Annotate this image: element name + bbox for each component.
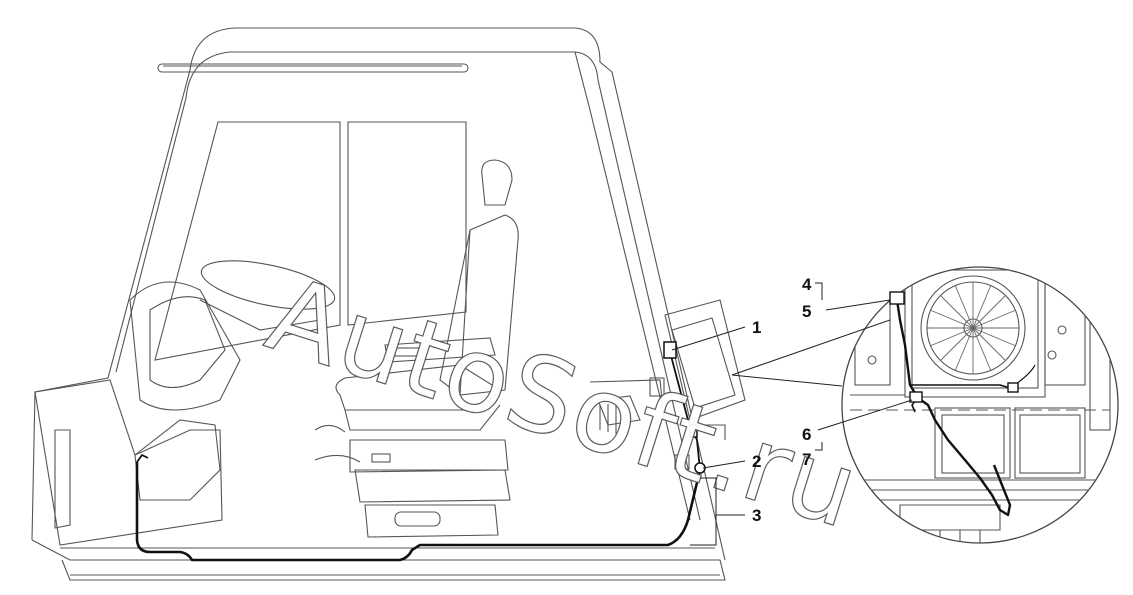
fan [920, 275, 1026, 381]
roof-light-bar [157, 63, 469, 73]
callout-4: 4 [802, 275, 812, 294]
detail-view [841, 266, 1119, 544]
front-window [154, 121, 341, 361]
detail-connector-6 [909, 391, 923, 403]
lower-box-left [934, 407, 1011, 479]
detail-connector-5 [889, 291, 905, 305]
cab-body [31, 27, 726, 581]
connector-1 [663, 341, 677, 359]
armrest [384, 337, 496, 363]
cable-connectors [663, 341, 706, 474]
callout-3: 3 [752, 506, 761, 525]
watermark: AutoSoft.ru [254, 252, 874, 553]
detail-circle [841, 266, 1119, 544]
lower-box-right [1014, 407, 1086, 479]
callout-2: 2 [752, 452, 761, 471]
callouts: 1 2 3 4 5 6 7 [752, 275, 812, 525]
leader-lines [671, 282, 913, 546]
door-window [347, 121, 467, 326]
callout-5: 5 [802, 302, 811, 321]
callout-6: 6 [802, 425, 811, 444]
rear-panel-components [589, 299, 746, 470]
watermark-text: AutoSoft.ru [254, 252, 873, 552]
callout-7: 7 [802, 450, 811, 469]
callout-1: 1 [752, 318, 761, 337]
operator-seat [314, 159, 519, 538]
